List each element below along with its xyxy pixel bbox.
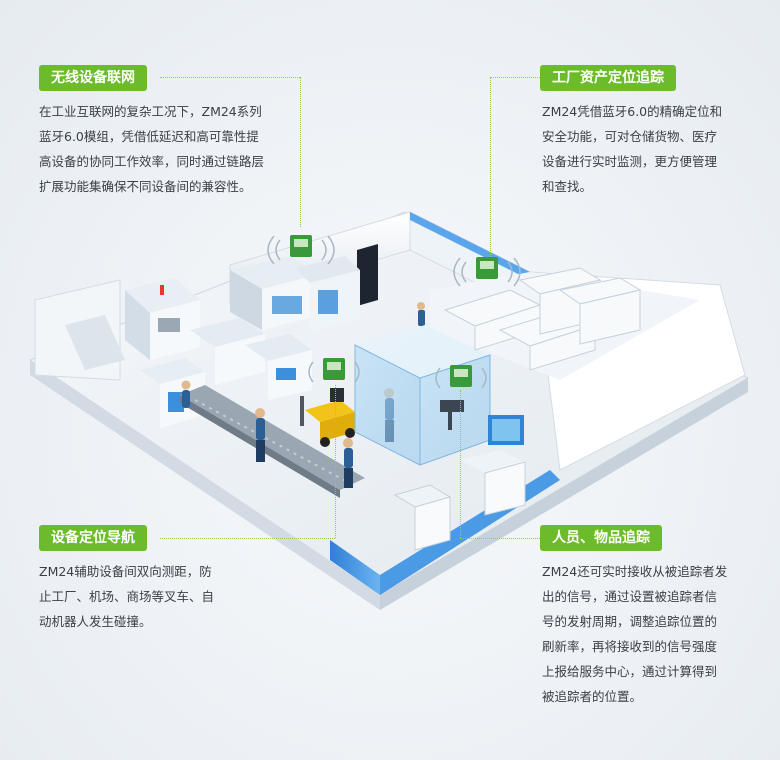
machine-cluster-center	[230, 256, 360, 332]
leader-line-wireless-h	[160, 77, 300, 78]
callout-text-wireless: 在工业互联网的复杂工况下，ZM24系列 蓝牙6.0模组，凭借低延迟和高可靠性提 …	[39, 104, 265, 194]
leader-line-wireless-v	[300, 77, 301, 227]
leader-line-asset-v	[490, 77, 491, 257]
signal-wave-icon	[267, 235, 521, 389]
back-wall-blue-trim	[410, 212, 530, 280]
callout-title-tracking: 人员、物品追踪	[540, 525, 662, 551]
cart-front	[393, 484, 452, 551]
bluetooth-module-icon	[290, 235, 498, 387]
machine-row-middle	[140, 318, 312, 428]
blue-floor-strip-left	[330, 540, 380, 595]
callout-text-tracking: ZM24还可实时接收从被追踪者发 出的信号，通过设置被追踪者信 号的发射周期，调…	[542, 564, 728, 704]
glass-office	[354, 325, 491, 466]
left-room-block	[65, 315, 125, 370]
leader-line-navigation-v	[335, 385, 336, 538]
callout-text-asset: ZM24凭借蓝牙6.0的精确定位和 安全功能，可对仓储货物、医疗 设备进行实时监…	[542, 104, 723, 194]
leader-line-asset-h	[490, 77, 540, 78]
callout-title-asset: 工厂资产定位追踪	[540, 65, 676, 91]
floor-slab-front-left	[30, 360, 380, 610]
leader-line-tracking-v	[460, 390, 461, 538]
leader-line-tracking-h	[460, 538, 540, 539]
warehouse-shelves	[443, 267, 642, 371]
right-cabinet	[460, 415, 526, 516]
callout-text-navigation: ZM24辅助设备间双向测距，防 止工厂、机场、商场等叉车、自 动机器人发生碰撞。	[39, 564, 215, 629]
floor-slab-front-right	[380, 378, 748, 610]
callout-title-navigation: 设备定位导航	[39, 525, 147, 551]
back-door	[357, 244, 378, 306]
machine-cluster-left	[125, 278, 200, 360]
callout-title-wireless: 无线设备联网	[39, 65, 147, 91]
leader-line-navigation-h	[160, 538, 335, 539]
forklift	[300, 388, 355, 447]
